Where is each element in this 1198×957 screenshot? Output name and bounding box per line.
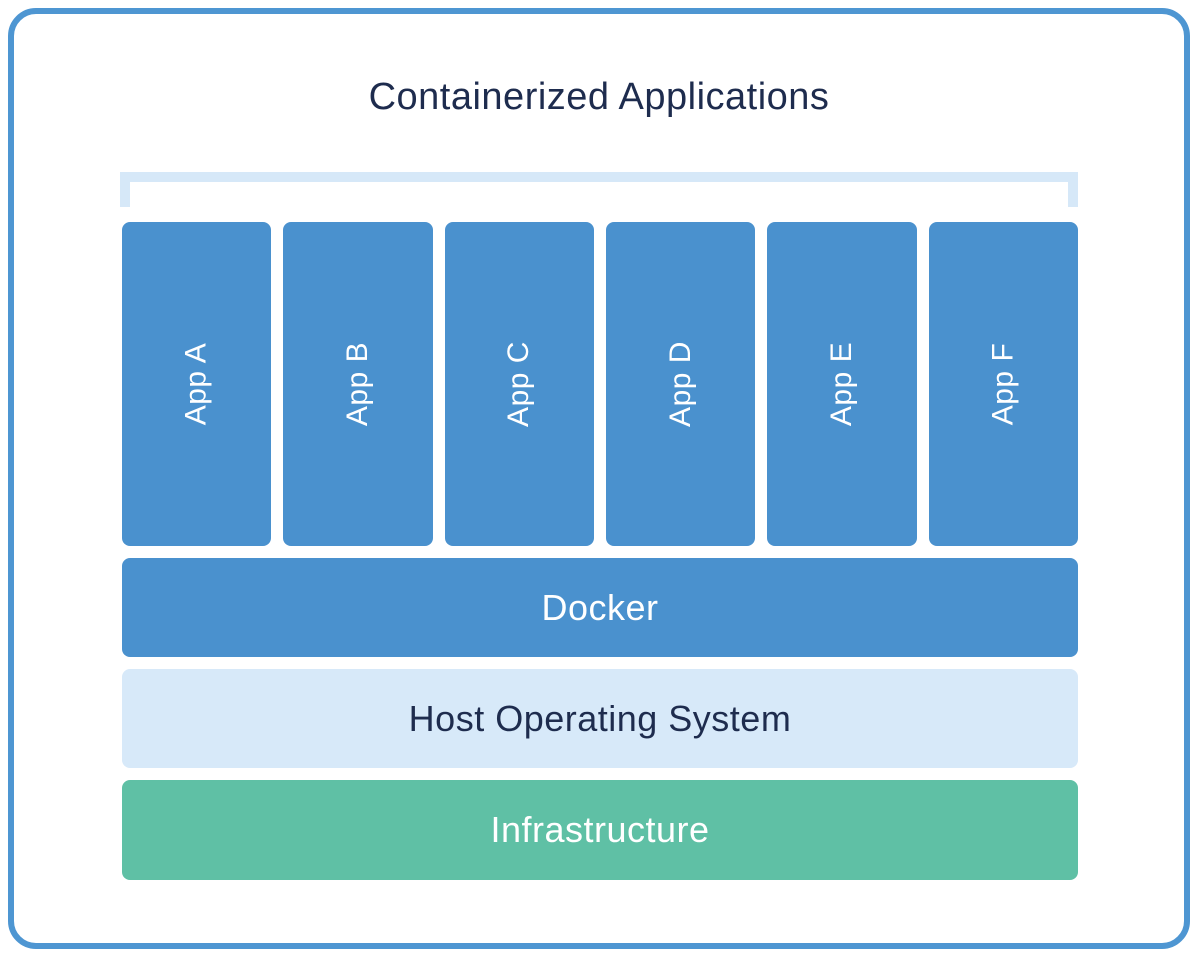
layer-infrastructure: Infrastructure	[122, 780, 1078, 880]
containerized-apps-bracket	[120, 172, 1078, 207]
app-box-b: App B	[283, 222, 433, 546]
layer-host-os-label: Host Operating System	[408, 697, 792, 739]
app-container-row: App A App B App C App D App E App F	[122, 222, 1078, 546]
app-label-a: App A	[179, 342, 213, 426]
app-box-c: App C	[444, 222, 594, 546]
app-label-b: App B	[340, 341, 374, 427]
layer-host-os: Host Operating System	[122, 669, 1078, 768]
app-label-f: App F	[986, 342, 1020, 426]
diagram-title: Containerized Applications	[368, 76, 830, 118]
app-box-d: App D	[605, 222, 756, 546]
app-label-d: App D	[663, 341, 697, 427]
layer-docker-label: Docker	[541, 586, 659, 628]
layer-infrastructure-label: Infrastructure	[490, 809, 710, 850]
app-box-a: App A	[122, 222, 272, 546]
app-box-f: App F	[928, 222, 1078, 546]
app-label-e: App E	[824, 341, 858, 427]
layer-docker: Docker	[122, 558, 1078, 657]
app-label-c: App C	[502, 341, 536, 427]
app-box-e: App E	[767, 222, 917, 546]
